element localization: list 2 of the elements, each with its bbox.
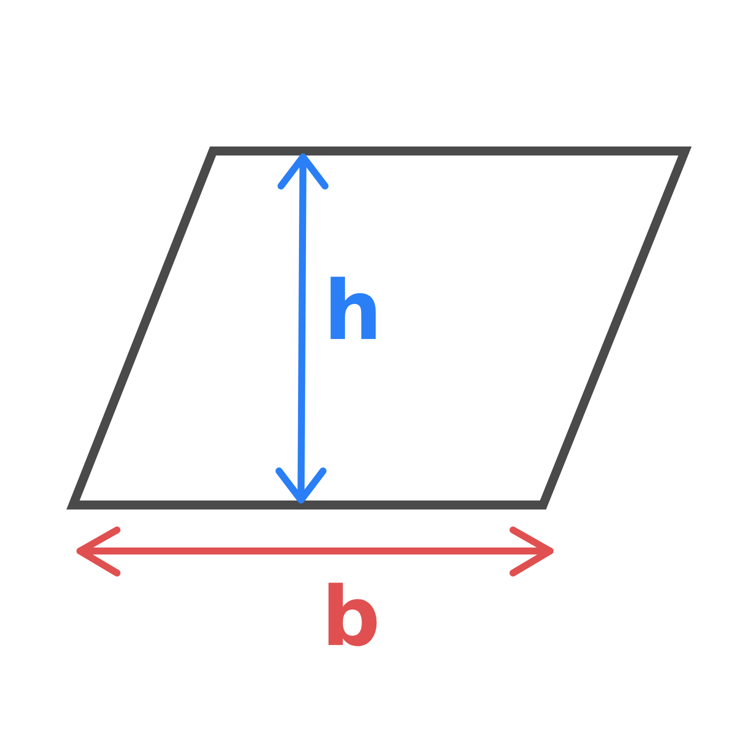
base-label: b bbox=[322, 577, 380, 659]
height-label: h bbox=[324, 271, 382, 353]
